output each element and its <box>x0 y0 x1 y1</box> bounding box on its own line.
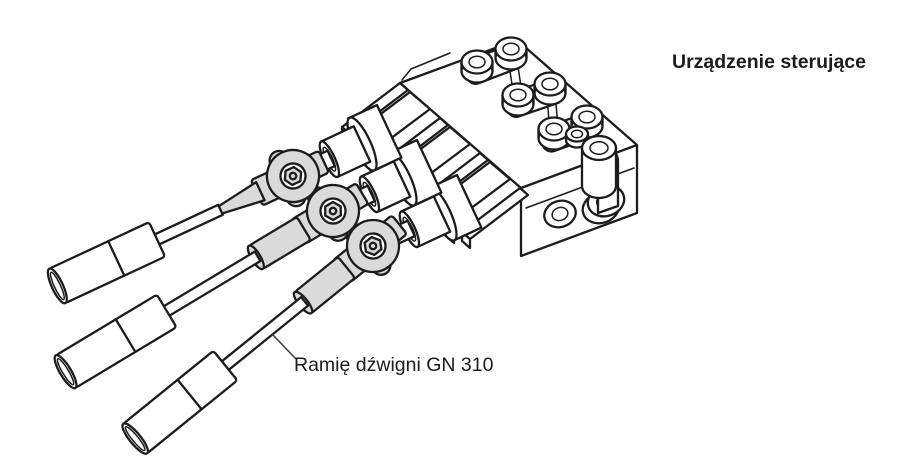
port-fitting <box>533 71 567 106</box>
lever-rod <box>149 203 224 248</box>
lever-rod <box>159 250 262 319</box>
top-port-fittings <box>460 36 620 215</box>
port-fitting <box>570 104 604 139</box>
ball-joint <box>305 183 361 239</box>
divider-plate <box>460 186 530 250</box>
socket-hole <box>288 171 298 181</box>
port-fitting <box>501 82 535 117</box>
lever-handle <box>46 222 166 305</box>
leader-line <box>271 333 297 360</box>
port-fitting <box>537 116 571 151</box>
top-left-step-edge <box>401 52 451 81</box>
port-fitting <box>460 49 494 84</box>
socket-hole <box>368 241 378 251</box>
lever-handle <box>121 350 238 455</box>
ball-joint <box>265 148 321 204</box>
lever-arm <box>53 183 369 390</box>
port-fitting <box>494 36 528 71</box>
lever-arm <box>46 148 330 305</box>
ball-joint <box>345 218 401 274</box>
lever-handle <box>53 294 177 390</box>
lever-arm-label: Ramię dźwigni GN 310 <box>294 354 494 376</box>
socket-hole <box>328 206 338 216</box>
device-label: Urządzenie sterujące <box>672 51 867 73</box>
front-port-small <box>543 199 577 229</box>
side-port-cylinder <box>580 134 618 200</box>
port-link-bar <box>506 46 559 132</box>
